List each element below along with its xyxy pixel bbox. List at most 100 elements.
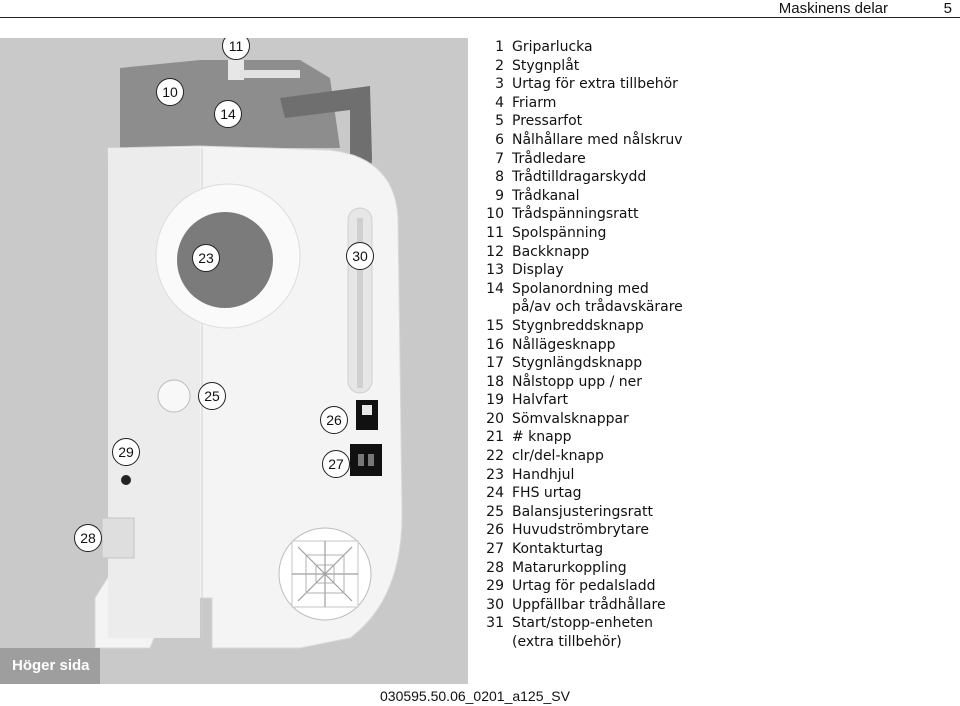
part-name: Halvfart <box>512 391 948 410</box>
part-name-line: Spolspänning <box>512 224 607 241</box>
part-name-line: Trådkanal <box>512 187 580 204</box>
part-number: 13 <box>486 262 504 279</box>
part-number: 17 <box>486 355 504 372</box>
part-number: 21 <box>486 429 504 446</box>
part-name-line: (extra tillbehör) <box>512 634 622 650</box>
part-name: Start/stopp-enheten(extra tillbehör) <box>512 614 948 651</box>
part-name-line: Handhjul <box>512 466 575 483</box>
figure-caption: 030595.50.06_0201_a125_SV <box>380 688 570 704</box>
part-number: 4 <box>495 94 504 111</box>
part-name: Matarurkoppling <box>512 559 948 578</box>
callout-29: 29 <box>112 438 140 466</box>
callout-26: 26 <box>320 406 348 434</box>
parts-list-item: 26 Huvudströmbrytare <box>478 521 948 540</box>
part-name: clr/del-knapp <box>512 447 948 466</box>
parts-list-item: 22 clr/del-knapp <box>478 447 948 466</box>
part-name: Stygnplåt <box>512 57 948 76</box>
part-name-line: Balansjusteringsratt <box>512 503 653 520</box>
part-number: 22 <box>486 448 504 465</box>
parts-list-item: 7 Trådledare <box>478 150 948 169</box>
parts-list-item: 21 # knapp <box>478 428 948 447</box>
callout-30: 30 <box>346 242 374 270</box>
part-name: Nålhållare med nålskruv <box>512 131 948 150</box>
part-name: Pressarfot <box>512 112 948 131</box>
callout-28: 28 <box>74 524 102 552</box>
part-name: Backknapp <box>512 243 948 262</box>
part-name: Balansjusteringsratt <box>512 503 948 522</box>
part-number: 23 <box>486 466 504 483</box>
part-number: 11 <box>486 224 504 241</box>
part-name: Urtag för extra tillbehör <box>512 75 948 94</box>
part-number: 14 <box>486 280 504 297</box>
header-rule <box>0 17 960 18</box>
part-name-line: Trådtilldragarskydd <box>512 169 647 186</box>
part-number: 28 <box>486 559 504 576</box>
callout-11: 11 <box>222 38 250 60</box>
part-name: Stygnlängdsknapp <box>512 354 948 373</box>
part-name: Friarm <box>512 94 948 113</box>
part-name-line: Halvfart <box>512 392 569 409</box>
parts-list-item: 19 Halvfart <box>478 391 948 410</box>
part-number: 9 <box>495 187 504 204</box>
parts-list-item: 23 Handhjul <box>478 466 948 485</box>
part-name: Trådspänningsratt <box>512 205 948 224</box>
part-name-line: på/av och trådavskärare <box>512 299 683 316</box>
parts-list-item: 24 FHS urtag <box>478 484 948 503</box>
machine-illustration <box>94 60 403 649</box>
callout-14: 14 <box>214 100 242 128</box>
part-number: 5 <box>495 113 504 130</box>
part-name: Trådledare <box>512 150 948 169</box>
part-number: 3 <box>495 76 504 93</box>
parts-list-item: 5 Pressarfot <box>478 112 948 131</box>
parts-list-item: 3 Urtag för extra tillbehör <box>478 75 948 94</box>
parts-list-item: 2 Stygnplåt <box>478 57 948 76</box>
part-number: 18 <box>486 373 504 390</box>
part-number: 24 <box>486 485 504 502</box>
chapter-title: Maskinens delar <box>778 0 888 17</box>
part-name-line: FHS urtag <box>512 485 582 502</box>
part-name: Spolspänning <box>512 224 948 243</box>
part-name: Display <box>512 261 948 280</box>
part-name: Nålstopp upp / ner <box>512 373 948 392</box>
part-name: Sömvalsknappar <box>512 410 948 429</box>
part-number: 19 <box>486 392 504 409</box>
part-name-line: Nålstopp upp / ner <box>512 373 643 390</box>
part-name: FHS urtag <box>512 484 948 503</box>
part-name-line: Kontakturtag <box>512 541 604 558</box>
part-name: Handhjul <box>512 466 948 485</box>
parts-list-item: 28 Matarurkoppling <box>478 559 948 578</box>
page-number: 5 <box>943 0 952 17</box>
part-name: Kontakturtag <box>512 540 948 559</box>
part-name-line: Pressarfot <box>512 113 583 130</box>
callout-27: 27 <box>322 450 350 478</box>
part-name-line: Urtag för pedalsladd <box>512 578 656 595</box>
parts-list-item: 13 Display <box>478 261 948 280</box>
part-number: 1 <box>495 39 504 55</box>
part-number: 7 <box>495 150 504 167</box>
part-name: Uppfällbar trådhållare <box>512 596 948 615</box>
callout-23: 23 <box>192 244 220 272</box>
part-number: 2 <box>495 57 504 74</box>
part-name-line: Stygnbreddsknapp <box>512 317 644 334</box>
parts-list-item: 11 Spolspänning <box>478 224 948 243</box>
part-number: 26 <box>486 522 504 539</box>
parts-list-item: 17 Stygnlängdsknapp <box>478 354 948 373</box>
part-number: 29 <box>486 578 504 595</box>
part-name-line: # knapp <box>512 429 572 446</box>
part-name: Nållägesknapp <box>512 336 948 355</box>
part-name-line: Huvudströmbrytare <box>512 522 649 539</box>
page-header: Maskinens delar 5 <box>0 0 960 22</box>
part-name-line: Trådledare <box>512 150 586 167</box>
part-number: 20 <box>486 410 504 427</box>
